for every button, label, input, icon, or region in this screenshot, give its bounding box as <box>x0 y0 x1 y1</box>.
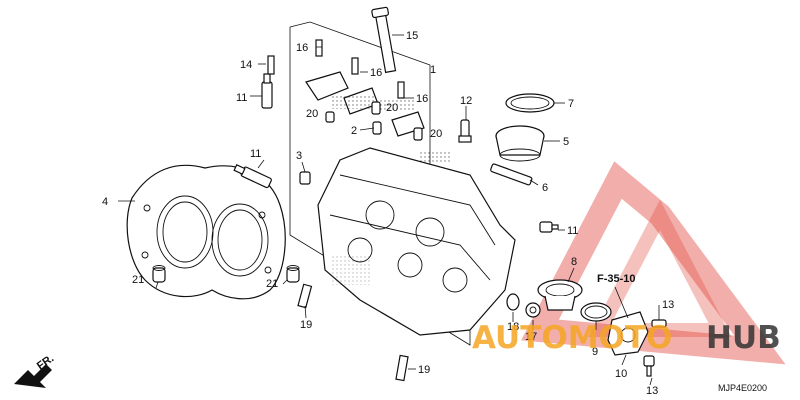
callout-16-b: 16 <box>370 67 382 79</box>
callout-1: 1 <box>430 64 436 76</box>
callout-11-middle: 11 <box>250 148 261 160</box>
callout-21-left: 21 <box>132 274 144 286</box>
callout-18: 18 <box>507 321 519 333</box>
callout-4: 4 <box>102 196 108 208</box>
insulator-5 <box>495 125 545 162</box>
bolt-16 <box>315 39 405 99</box>
callout-6: 6 <box>542 182 548 194</box>
diagram-code: MJP4E0200 <box>718 383 767 393</box>
callout-20-a: 20 <box>306 108 318 120</box>
front-marker-label: FR. <box>35 352 56 372</box>
seal-18 <box>506 293 520 311</box>
callout-15: 15 <box>406 30 418 42</box>
callout-12: 12 <box>460 95 472 107</box>
cylinder-head <box>317 147 516 336</box>
callout-2: 2 <box>351 125 357 137</box>
stud-19-lower <box>395 354 409 382</box>
washer-17 <box>525 302 541 318</box>
callout-17: 17 <box>525 331 537 343</box>
watermark-text: AUTOMOTO HUB <box>472 320 781 356</box>
bolt-13 <box>643 319 667 377</box>
callout-9: 9 <box>592 346 598 358</box>
spark-plug-upper <box>261 73 273 109</box>
leader-lines <box>118 34 660 386</box>
callout-16-c: 16 <box>416 93 428 105</box>
thermostat-housing-10 <box>607 311 649 356</box>
callout-labels: 1 2 3 4 5 6 7 8 9 10 11 11 11 12 13 13 1… <box>102 30 674 397</box>
callout-21-right: 21 <box>266 278 278 290</box>
o-ring-9 <box>580 302 612 322</box>
watermark-text-right: HUB <box>706 320 781 356</box>
watermark-logo <box>521 161 786 365</box>
callout-19-lower: 19 <box>418 364 430 376</box>
callout-13-lower: 13 <box>646 385 658 397</box>
hose-clamp-7 <box>505 93 555 113</box>
thermostat-8 <box>537 279 583 311</box>
reference-label: F-35-10 <box>597 273 636 285</box>
callout-5: 5 <box>563 136 569 148</box>
spark-plug-lower <box>233 164 272 189</box>
callout-19-upper: 19 <box>300 319 312 331</box>
callout-10: 10 <box>615 368 627 380</box>
stud-19-upper <box>297 283 313 309</box>
stud-bolt-14 <box>267 55 275 75</box>
dowel-pin-left <box>152 265 166 283</box>
callout-7: 7 <box>568 98 574 110</box>
head-gasket <box>126 164 286 300</box>
callout-20-b: 20 <box>386 102 398 114</box>
callout-13-upper: 13 <box>662 299 674 311</box>
camshaft-holder <box>305 71 450 164</box>
long-bolt-15 <box>371 6 397 74</box>
callout-8: 8 <box>571 256 577 268</box>
band-6 <box>490 163 533 186</box>
temp-sensor-12 <box>458 119 472 143</box>
callout-16-a: 16 <box>296 42 308 54</box>
callout-20-c: 20 <box>430 128 442 140</box>
callout-11-right: 11 <box>567 225 578 237</box>
front-marker: FR. <box>14 352 56 388</box>
callout-14: 14 <box>240 59 252 71</box>
callout-3: 3 <box>296 150 302 162</box>
dowel-pin-right <box>286 265 300 283</box>
callout-11-upper: 11 <box>236 92 247 104</box>
bolt-11-right <box>539 221 559 233</box>
pin-parts <box>299 101 423 185</box>
watermark-text-left: AUTOMOTO <box>472 320 672 356</box>
